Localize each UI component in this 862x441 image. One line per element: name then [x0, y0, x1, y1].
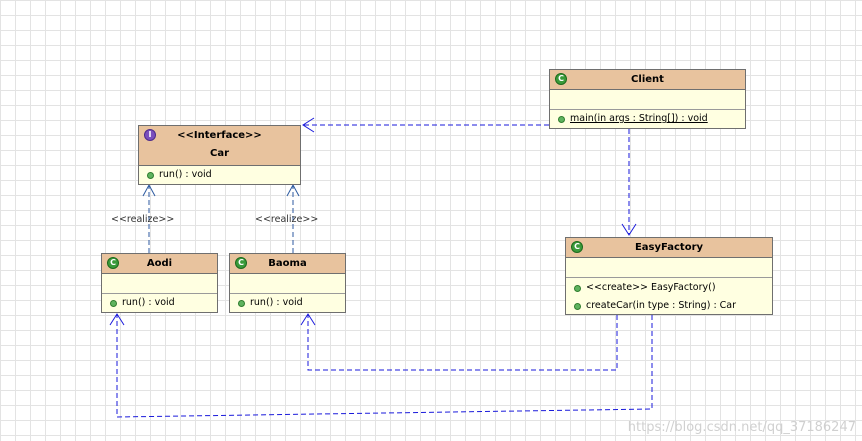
- class-name: Car: [209, 148, 230, 159]
- aodi-header: C Aodi: [102, 254, 217, 274]
- operation: run() : void: [102, 294, 217, 312]
- operations-compartment: main(in args : String[]) : void: [550, 110, 745, 128]
- operation: createCar(in type : String) : Car: [566, 297, 772, 315]
- easyfactory-class[interactable]: C EasyFactory <<create>> EasyFactory() c…: [565, 237, 773, 315]
- class-icon: C: [107, 257, 119, 269]
- client-factory-arrowhead: [621, 223, 637, 236]
- baoma-realize-label: <<realize>>: [255, 214, 319, 225]
- aodi-realize-arrowhead: [142, 183, 156, 197]
- operations-compartment: run() : void: [139, 166, 300, 184]
- attributes-compartment: [230, 274, 345, 294]
- client-header: C Client: [550, 70, 745, 90]
- aodi-class[interactable]: C Aodi run() : void: [101, 253, 218, 313]
- public-method-icon: [574, 285, 581, 292]
- factory-aodi-arrowhead: [109, 313, 125, 326]
- car-interface[interactable]: I <<Interface>> Car run() : void: [138, 125, 301, 185]
- operations-compartment: <<create>> EasyFactory() createCar(in ty…: [566, 278, 772, 315]
- attributes-compartment: [102, 274, 217, 294]
- class-name: EasyFactory: [634, 242, 704, 253]
- operation: main(in args : String[]) : void: [550, 110, 745, 128]
- operations-compartment: run() : void: [102, 294, 217, 312]
- public-method-icon: [147, 172, 154, 179]
- watermark: https://blog.csdn.net/qq_37186247: [627, 420, 856, 435]
- class-name: Baoma: [268, 258, 307, 269]
- class-icon: C: [571, 241, 583, 253]
- factory-to-baoma-dependency: [307, 314, 618, 371]
- client-car-arrowhead: [302, 117, 315, 133]
- public-method-icon: [110, 300, 117, 307]
- class-name: Aodi: [146, 258, 173, 269]
- stereotype: <<Interface>>: [177, 130, 262, 141]
- baoma-header: C Baoma: [230, 254, 345, 274]
- operation: run() : void: [139, 166, 300, 184]
- operations-compartment: run() : void: [230, 294, 345, 312]
- baoma-realize-arrowhead: [286, 183, 300, 197]
- operation: <<create>> EasyFactory(): [566, 279, 772, 297]
- car-header: I <<Interface>> Car: [139, 126, 300, 166]
- public-method-icon: [558, 116, 565, 123]
- attributes-compartment: [550, 90, 745, 110]
- factory-baoma-arrowhead: [300, 313, 316, 326]
- aodi-realize-label: <<realize>>: [111, 214, 175, 225]
- class-name: Client: [631, 74, 664, 85]
- public-method-icon: [574, 303, 581, 310]
- class-icon: C: [235, 257, 247, 269]
- public-method-icon: [238, 300, 245, 307]
- baoma-class[interactable]: C Baoma run() : void: [229, 253, 346, 313]
- easyfactory-header: C EasyFactory: [566, 238, 772, 258]
- operation: run() : void: [230, 294, 345, 312]
- client-class[interactable]: C Client main(in args : String[]) : void: [549, 69, 746, 129]
- attributes-compartment: [566, 258, 772, 278]
- factory-to-aodi-dependency: [116, 314, 653, 418]
- interface-icon: I: [144, 129, 156, 141]
- class-icon: C: [555, 73, 567, 85]
